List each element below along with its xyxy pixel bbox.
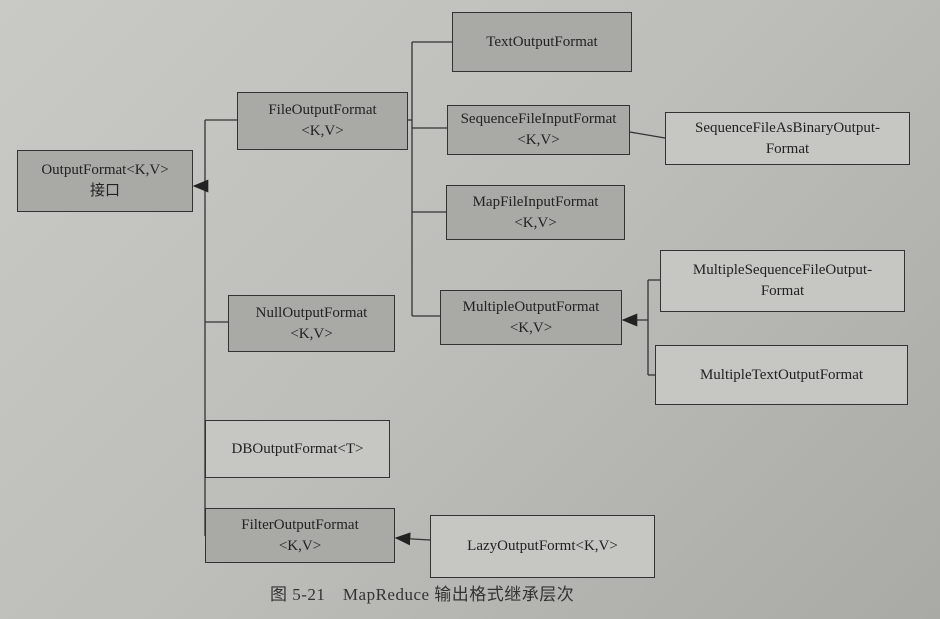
- node-label: DBOutputFormat<T>: [231, 440, 364, 457]
- node-db-output-format: DBOutputFormat<T>: [205, 420, 390, 478]
- node-output-format: OutputFormat<K,V> 接口: [17, 150, 193, 212]
- node-sublabel: <K,V>: [509, 319, 553, 336]
- node-sublabel: 接口: [89, 183, 120, 199]
- node-sublabel: <K,V>: [278, 537, 322, 554]
- node-multiple-text-output-format: MultipleTextOutputFormat: [655, 345, 908, 405]
- node-label: OutputFormat<K,V>: [41, 162, 169, 178]
- node-multiple-sequence-file-output-format: MultipleSequenceFileOutput- Format: [660, 250, 905, 312]
- node-label: MultipleTextOutputFormat: [699, 366, 864, 383]
- node-label: MultipleSequenceFileOutput-: [692, 262, 873, 278]
- node-null-output-format: NullOutputFormat <K,V>: [228, 295, 395, 352]
- node-label: MapFileInputFormat: [472, 193, 599, 210]
- node-label: FilterOutputFormat: [241, 516, 359, 533]
- node-sublabel: <K,V>: [301, 123, 344, 139]
- node-label: LazyOutputFormt<K,V>: [467, 538, 618, 554]
- node-sequence-file-input-format: SequenceFileInputFormat <K,V>: [447, 105, 630, 155]
- node-sublabel: <K,V>: [290, 325, 333, 342]
- node-sublabel: Format: [760, 283, 805, 299]
- node-sublabel: <K,V>: [514, 214, 557, 231]
- node-text-output-format: TextOutputFormat: [452, 12, 632, 72]
- node-label: FileOutputFormat: [268, 102, 377, 118]
- node-label: SequenceFileInputFormat: [460, 111, 617, 127]
- node-label: TextOutputFormat: [486, 33, 598, 50]
- node-label: NullOutputFormat: [255, 304, 368, 321]
- node-sublabel: Format: [765, 140, 810, 157]
- node-multiple-output-format: MultipleOutputFormat <K,V>: [440, 290, 622, 345]
- node-file-output-format: FileOutputFormat <K,V>: [237, 92, 408, 150]
- node-filter-output-format: FilterOutputFormat <K,V>: [205, 508, 395, 563]
- node-sequence-file-as-binary-output-format: SequenceFileAsBinaryOutput- Format: [665, 112, 910, 165]
- figure-caption: 图 5-21 MapReduce 输出格式继承层次: [270, 585, 575, 604]
- node-sublabel: <K,V>: [517, 132, 560, 148]
- node-label: SequenceFileAsBinaryOutput-: [695, 119, 880, 136]
- node-label: MultipleOutputFormat: [462, 298, 600, 315]
- node-map-file-input-format: MapFileInputFormat <K,V>: [446, 185, 625, 240]
- node-lazy-output-format: LazyOutputFormt<K,V>: [430, 515, 655, 578]
